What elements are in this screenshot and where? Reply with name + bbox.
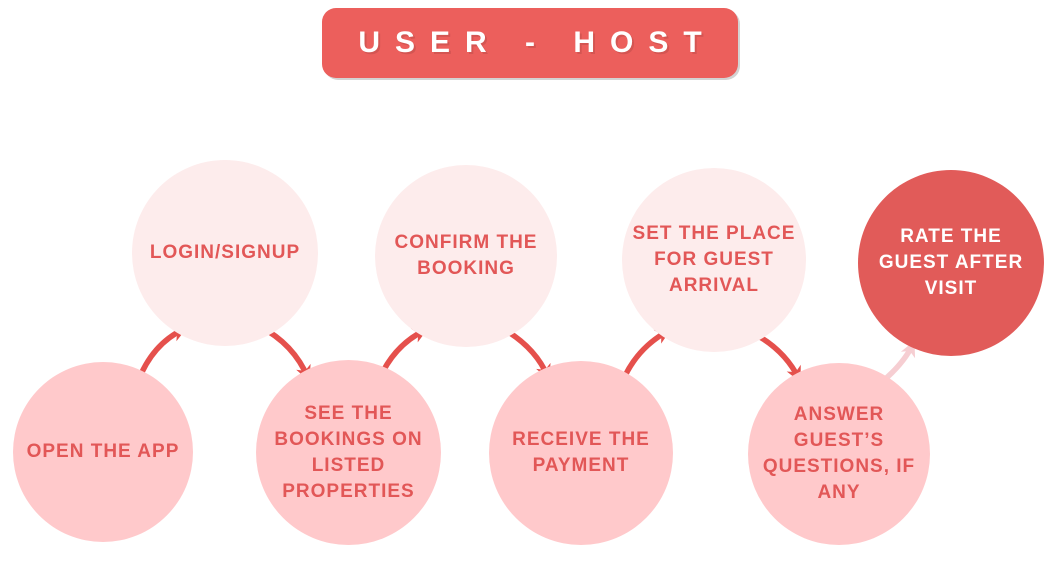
node-label: LOGIN/SIGNUP [149,242,301,263]
node-set-place: SET THE PLACE FOR GUEST ARRIVAL [622,168,806,352]
page-title: USER - HOST [358,26,717,59]
node-confirm-booking: CONFIRM THE BOOKING [375,165,557,347]
node-label: ANSWER GUEST’S QUESTIONS, IF ANY [762,404,916,503]
node-open-the-app: OPEN THE APP [13,362,193,542]
node-label: RECEIVE THE PAYMENT [512,429,650,476]
node-login-signup: LOGIN/SIGNUP [132,160,318,346]
node-receive-payment: RECEIVE THE PAYMENT [489,361,673,545]
node-rate-guest: RATE THE GUEST AFTER VISIT [858,170,1044,356]
node-label: SEE THE BOOKINGS ON LISTED PROPERTIES [274,402,423,502]
node-see-bookings: SEE THE BOOKINGS ON LISTED PROPERTIES [256,360,441,545]
node-label: SET THE PLACE FOR GUEST ARRIVAL [632,223,796,296]
title-banner: USER - HOST [322,8,738,78]
node-label: CONFIRM THE BOOKING [394,232,538,279]
node-label: OPEN THE APP [26,441,180,462]
node-label: RATE THE GUEST AFTER VISIT [878,226,1024,299]
node-answer-questions: ANSWER GUEST’S QUESTIONS, IF ANY [748,363,930,545]
